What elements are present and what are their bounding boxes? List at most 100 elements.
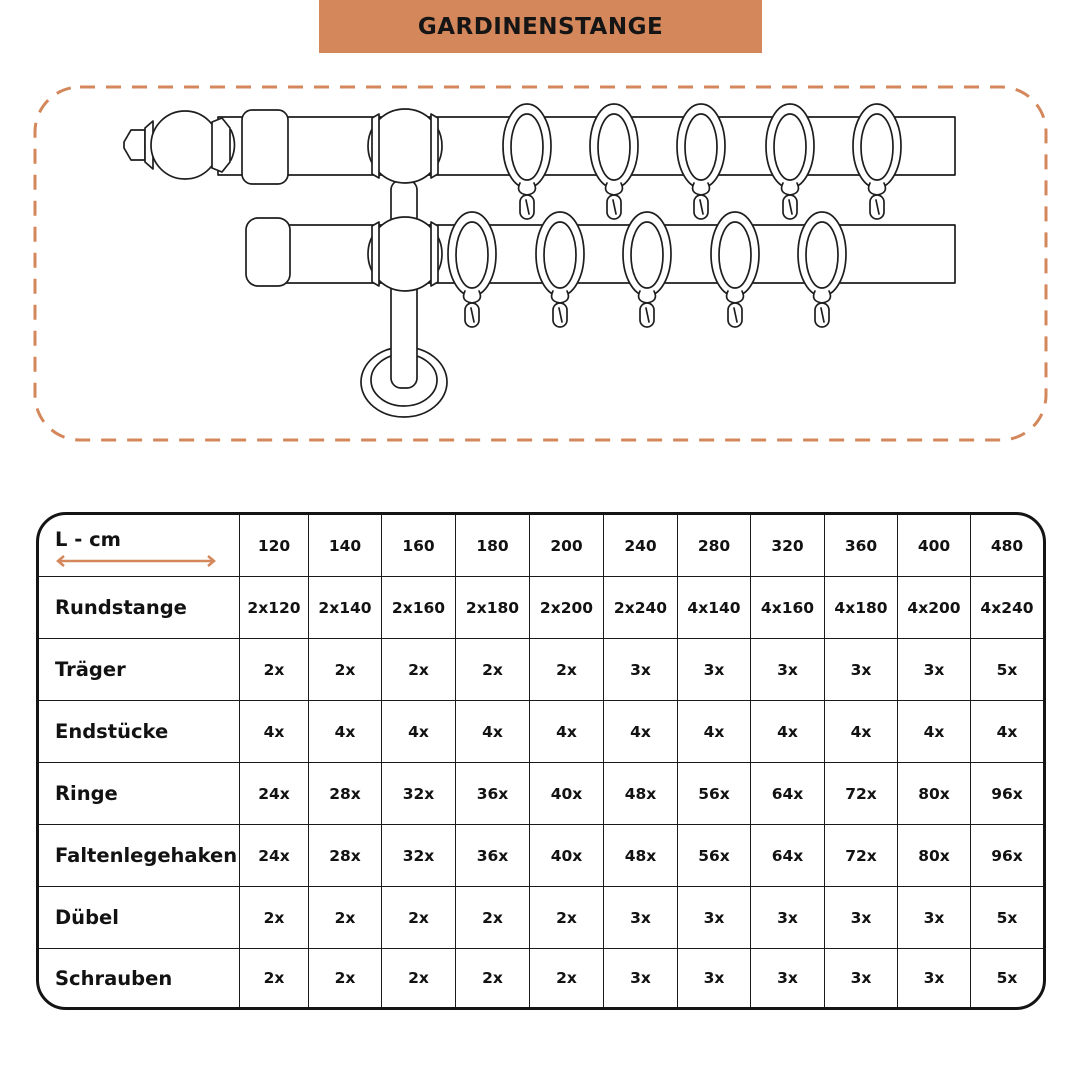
row-label: Dübel — [39, 887, 240, 949]
table-cell: 2x — [240, 887, 309, 949]
row-label: Rundstange — [39, 577, 240, 639]
length-header-400: 400 — [898, 515, 971, 577]
table-cell: 40x — [530, 763, 604, 825]
table-cell: 72x — [825, 763, 898, 825]
table-cell: 3x — [898, 949, 971, 1007]
table-cell: 24x — [240, 763, 309, 825]
table-cell: 28x — [309, 825, 382, 887]
table-cell: 4x240 — [971, 577, 1043, 639]
table-cell: 3x — [825, 887, 898, 949]
table-cell: 32x — [382, 763, 456, 825]
table-cell: 2x200 — [530, 577, 604, 639]
table-cell: 24x — [240, 825, 309, 887]
table-cell: 3x — [604, 639, 678, 701]
table-cell: 48x — [604, 763, 678, 825]
table-cell: 3x — [604, 949, 678, 1007]
table-cell: 3x — [825, 639, 898, 701]
length-header-120: 120 — [240, 515, 309, 577]
table-cell: 4x — [309, 701, 382, 763]
table-header-row: L - cm 120 140 160 180 200 240 280 320 3… — [39, 515, 1043, 577]
row-label: Ringe — [39, 763, 240, 825]
table-cell: 2x160 — [382, 577, 456, 639]
length-header-320: 320 — [751, 515, 825, 577]
table-cell: 80x — [898, 763, 971, 825]
table-cell: 2x — [240, 949, 309, 1007]
table-row-traeger: Träger 2x 2x 2x 2x 2x 3x 3x 3x 3x 3x 5x — [39, 639, 1043, 701]
table-cell: 4x140 — [678, 577, 751, 639]
table-cell: 2x140 — [309, 577, 382, 639]
table-cell: 3x — [678, 639, 751, 701]
table-cell: 4x — [240, 701, 309, 763]
table-cell: 80x — [898, 825, 971, 887]
table-cell: 3x — [751, 887, 825, 949]
length-header-140: 140 — [309, 515, 382, 577]
length-header-280: 280 — [678, 515, 751, 577]
length-header-cell: L - cm — [39, 515, 240, 577]
table-row-ringe: Ringe 24x 28x 32x 36x 40x 48x 56x 64x 72… — [39, 763, 1043, 825]
table-cell: 4x — [971, 701, 1043, 763]
table-cell: 36x — [456, 763, 530, 825]
table-cell: 4x — [751, 701, 825, 763]
row-label: Endstücke — [39, 701, 240, 763]
table-cell: 2x — [530, 887, 604, 949]
length-header-180: 180 — [456, 515, 530, 577]
table-cell: 5x — [971, 639, 1043, 701]
table-cell: 5x — [971, 887, 1043, 949]
table-cell: 3x — [898, 887, 971, 949]
double-arrow-icon — [56, 554, 216, 567]
table-cell: 2x — [456, 639, 530, 701]
page-title: GARDINENSTANGE — [417, 13, 664, 40]
spec-table: L - cm 120 140 160 180 200 240 280 320 3… — [36, 512, 1046, 1010]
table-cell: 96x — [971, 763, 1043, 825]
table-cell: 56x — [678, 825, 751, 887]
table-cell: 48x — [604, 825, 678, 887]
table-cell: 64x — [751, 763, 825, 825]
length-header-200: 200 — [530, 515, 604, 577]
row-label: Faltenlegehaken — [39, 825, 240, 887]
table-row-duebel: Dübel 2x 2x 2x 2x 2x 3x 3x 3x 3x 3x 5x — [39, 887, 1043, 949]
table-cell: 2x — [456, 949, 530, 1007]
table-cell: 2x — [456, 887, 530, 949]
table-row-schrauben: Schrauben 2x 2x 2x 2x 2x 3x 3x 3x 3x 3x … — [39, 949, 1043, 1007]
table-cell: 4x — [604, 701, 678, 763]
table-cell: 4x200 — [898, 577, 971, 639]
table-cell: 2x — [382, 639, 456, 701]
row-label: Träger — [39, 639, 240, 701]
table-cell: 2x — [382, 887, 456, 949]
table-cell: 28x — [309, 763, 382, 825]
table-cell: 4x — [382, 701, 456, 763]
table-cell: 2x — [240, 639, 309, 701]
table-cell: 2x — [309, 887, 382, 949]
table-cell: 72x — [825, 825, 898, 887]
curtain-rod-illustration — [33, 85, 1048, 442]
table-cell: 2x180 — [456, 577, 530, 639]
table-cell: 3x — [825, 949, 898, 1007]
table-cell: 2x — [530, 639, 604, 701]
spec-table-body: L - cm 120 140 160 180 200 240 280 320 3… — [39, 515, 1043, 1007]
dashed-frame — [33, 85, 1048, 442]
table-cell: 3x — [604, 887, 678, 949]
table-cell: 4x — [456, 701, 530, 763]
table-cell: 4x160 — [751, 577, 825, 639]
table-cell: 40x — [530, 825, 604, 887]
table-row-faltenlegehaken: Faltenlegehaken 24x 28x 32x 36x 40x 48x … — [39, 825, 1043, 887]
table-cell: 32x — [382, 825, 456, 887]
length-header-360: 360 — [825, 515, 898, 577]
table-cell: 4x — [898, 701, 971, 763]
table-cell: 5x — [996, 969, 1018, 987]
row-label: Schrauben — [39, 949, 240, 1007]
table-cell: 2x — [309, 949, 382, 1007]
length-header-160: 160 — [382, 515, 456, 577]
title-banner: GARDINENSTANGE — [319, 0, 762, 53]
length-label: L - cm — [55, 527, 121, 551]
table-cell: 2x — [309, 639, 382, 701]
table-cell: 3x — [898, 639, 971, 701]
table-cell: 2x — [382, 949, 456, 1007]
table-cell: 96x — [971, 825, 1043, 887]
length-header-480: 480 — [971, 515, 1043, 577]
curtain-rod-icon — [123, 103, 956, 418]
table-row-endstuecke: Endstücke 4x 4x 4x 4x 4x 4x 4x 4x 4x 4x … — [39, 701, 1043, 763]
length-header-240: 240 — [604, 515, 678, 577]
table-cell: 3x — [678, 949, 751, 1007]
table-cell: 4x — [530, 701, 604, 763]
